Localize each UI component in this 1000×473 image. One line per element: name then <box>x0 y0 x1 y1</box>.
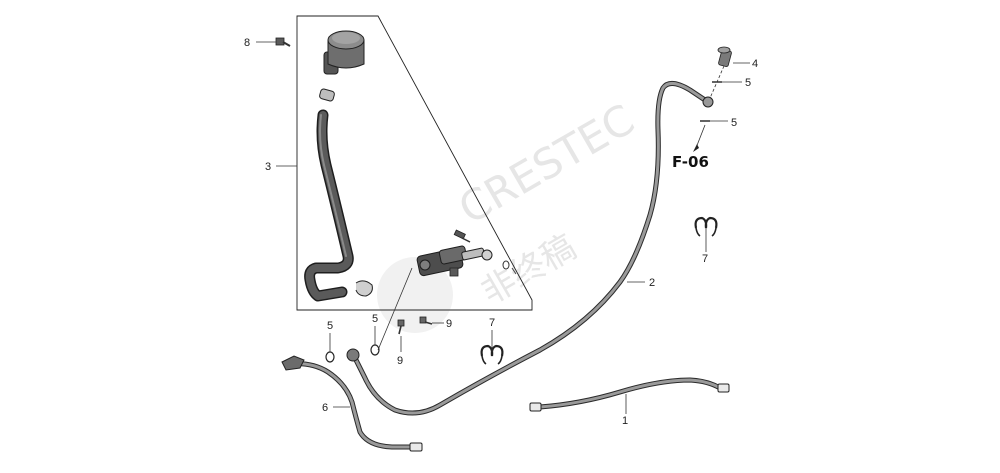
clutch-pipe-part-2-icon <box>346 81 714 416</box>
master-cylinder-icon <box>416 245 493 277</box>
callout-3: 3 <box>265 161 271 173</box>
callout-8: 8 <box>244 37 250 49</box>
reservoir-icon <box>323 30 365 75</box>
clutch-pipe-part-1-icon <box>529 377 730 412</box>
callout-5-upper: 5 <box>745 77 751 89</box>
bolt-part-9-horizontal-icon <box>419 316 433 325</box>
washer-left-icon <box>325 351 335 363</box>
callout-7-right: 7 <box>702 253 708 265</box>
bolt-part-9-vertical-icon <box>397 319 405 335</box>
washer-middle-icon <box>370 344 380 356</box>
clutch-pipe-part-6-icon <box>281 355 423 452</box>
callout-4: 4 <box>752 58 758 70</box>
watermark: CRESTEC 非终稿 <box>377 95 642 333</box>
hose-clamp-upper-icon <box>319 88 335 102</box>
callout-2: 2 <box>649 277 655 289</box>
bolt-part-8-icon <box>275 37 291 47</box>
watermark-cjk: 非终稿 <box>475 227 583 313</box>
banjo-bolt-part-4-icon <box>717 46 732 67</box>
callout-7-left: 7 <box>489 317 495 329</box>
reference-F-06: F-06 <box>672 153 709 171</box>
callout-9-right: 9 <box>446 318 452 330</box>
reservoir-hose-icon <box>304 109 354 302</box>
callout-6: 6 <box>322 402 328 414</box>
hose-clamp-lower-icon <box>355 280 373 297</box>
pin-icon <box>502 260 517 275</box>
arrow-to-F06 <box>695 124 706 149</box>
assembly-frame <box>296 15 533 311</box>
bolt-small-icon <box>453 229 471 243</box>
callout-5-left: 5 <box>327 320 333 332</box>
callout-9-lower: 9 <box>397 355 403 367</box>
callout-1: 1 <box>622 415 628 427</box>
leader-lines <box>256 41 750 414</box>
callout-5-middle: 5 <box>372 313 378 325</box>
callout-5-lower: 5 <box>731 117 737 129</box>
watermark-latin: CRESTEC <box>451 95 643 234</box>
clip-part-7-left-icon <box>480 344 504 365</box>
